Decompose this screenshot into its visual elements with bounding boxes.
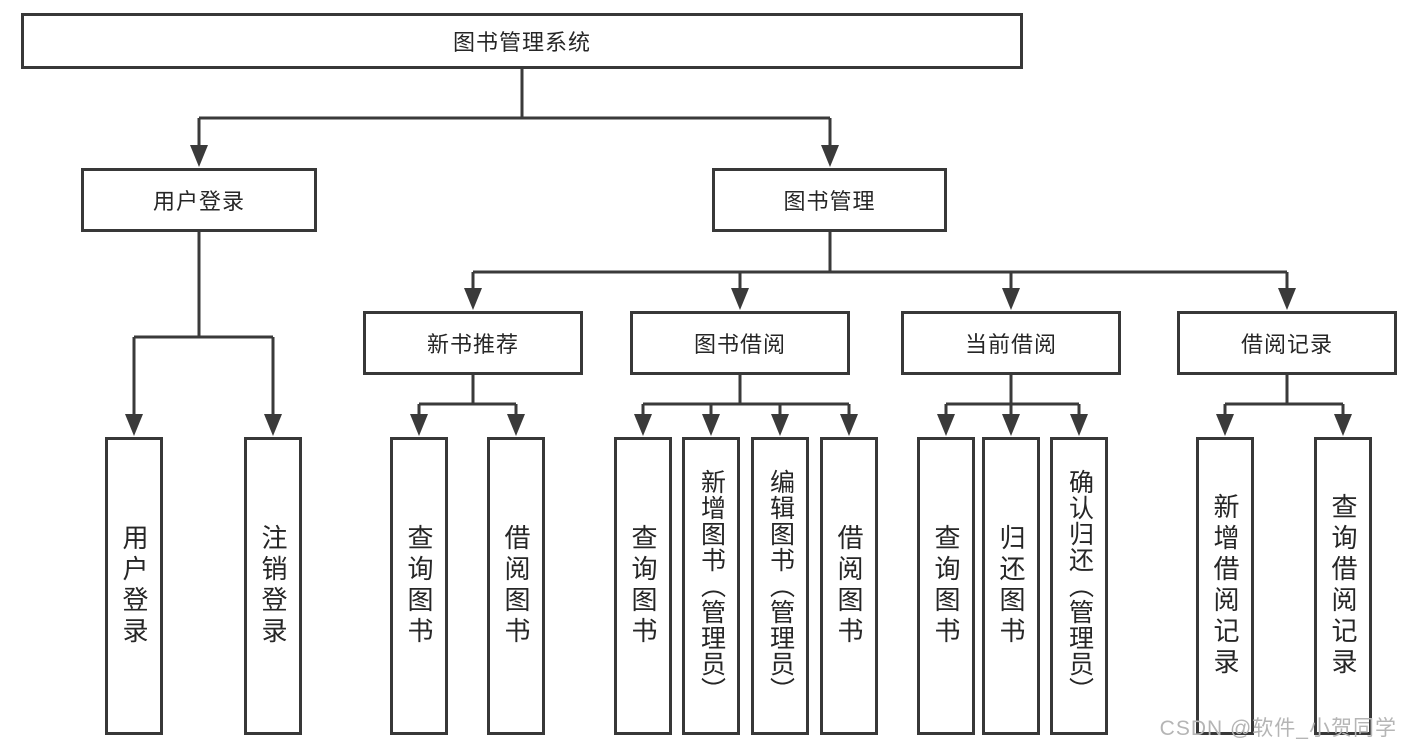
watermark: CSDN @软件_小贺同学 — [1159, 717, 1397, 740]
leaf-edit-book-admin: 编辑图书（管理员） — [751, 437, 809, 735]
node-new-book-recommend: 新书推荐 — [363, 311, 583, 375]
edge-root-to-level2 — [190, 69, 839, 167]
leaf-label: 用户登录 — [119, 524, 149, 648]
node-label: 借阅记录 — [1240, 332, 1333, 357]
leaf-query-borrow-record: 查询借阅记录 — [1314, 437, 1372, 735]
node-label: 新书推荐 — [426, 332, 519, 357]
leaf-return-book: 归还图书 — [982, 437, 1040, 735]
node-label: 图书借阅 — [693, 332, 786, 357]
edge-book-mgmt-children — [464, 232, 1296, 310]
leaf-add-borrow-record: 新增借阅记录 — [1196, 437, 1254, 735]
leaf-borrow-books-1: 借阅图书 — [487, 437, 545, 735]
node-user-login: 用户登录 — [81, 168, 317, 232]
edge-book-borrow-children — [634, 375, 858, 436]
leaf-label: 借阅图书 — [834, 524, 864, 648]
leaf-label: 查询借阅记录 — [1328, 493, 1358, 679]
leaf-label: 注销登录 — [258, 524, 288, 648]
leaf-query-books-2: 查询图书 — [614, 437, 672, 735]
leaf-query-books-1: 查询图书 — [390, 437, 448, 735]
leaf-label: 查询图书 — [628, 524, 658, 648]
leaf-borrow-books-2: 借阅图书 — [820, 437, 878, 735]
leaf-label: 新增借阅记录 — [1210, 493, 1240, 679]
leaf-label: 借阅图书 — [501, 524, 531, 648]
node-label: 当前借阅 — [964, 332, 1057, 357]
leaf-add-book-admin: 新增图书（管理员） — [682, 437, 740, 735]
edge-user-login-children — [125, 232, 282, 436]
node-library-management-system: 图书管理系统 — [21, 13, 1023, 69]
edge-new-book-rec-children — [410, 375, 525, 436]
node-label: 用户登录 — [152, 189, 245, 214]
leaf-logout: 注销登录 — [244, 437, 302, 735]
node-borrow-records: 借阅记录 — [1177, 311, 1397, 375]
node-label: 图书管理系统 — [452, 30, 591, 55]
node-book-management: 图书管理 — [712, 168, 947, 232]
leaf-query-books-3: 查询图书 — [917, 437, 975, 735]
leaf-label: 查询图书 — [931, 524, 961, 648]
node-book-borrow: 图书借阅 — [630, 311, 850, 375]
leaf-label: 新增图书（管理员） — [697, 469, 726, 703]
leaf-label: 编辑图书（管理员） — [766, 469, 795, 703]
edge-current-borrow-children — [937, 375, 1088, 436]
leaf-label: 归还图书 — [996, 524, 1026, 648]
node-label: 图书管理 — [783, 189, 876, 214]
node-current-borrow: 当前借阅 — [901, 311, 1121, 375]
leaf-label: 查询图书 — [404, 524, 434, 648]
edge-borrow-records-children — [1216, 375, 1352, 436]
leaf-confirm-return-admin: 确认归还（管理员） — [1050, 437, 1108, 735]
leaf-user-login: 用户登录 — [105, 437, 163, 735]
leaf-label: 确认归还（管理员） — [1065, 469, 1094, 703]
